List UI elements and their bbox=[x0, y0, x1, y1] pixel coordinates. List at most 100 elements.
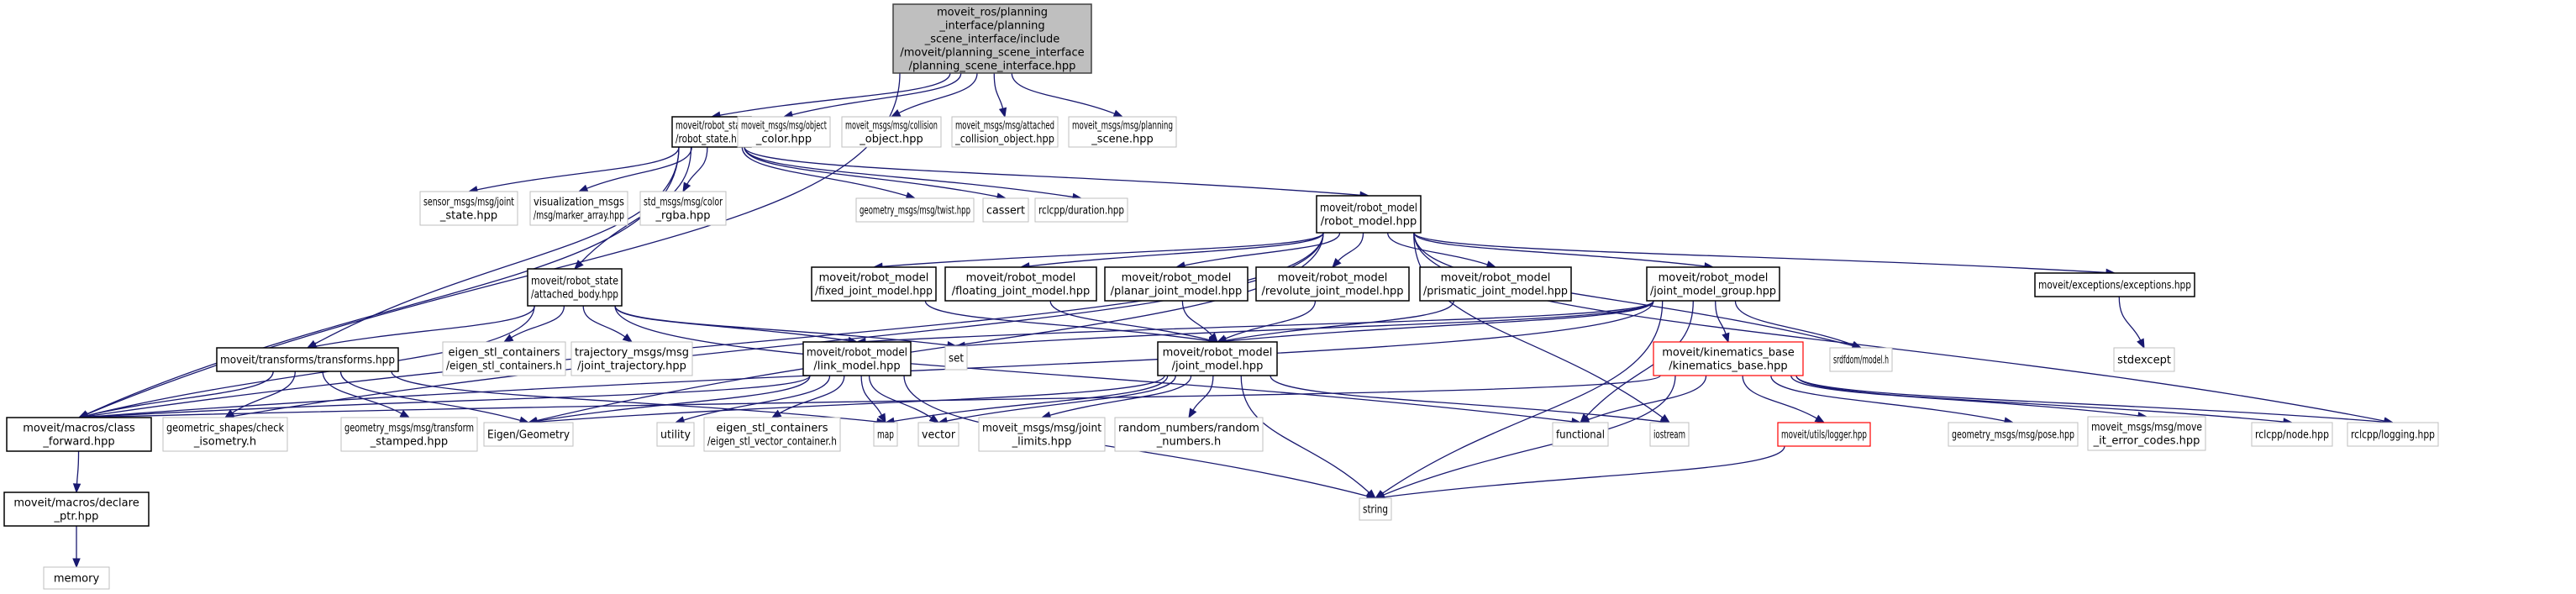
node-link-model[interactable]: moveit/robot_model/link_model.hpp bbox=[802, 341, 912, 376]
node-label-line: /robot_model.hpp bbox=[1321, 216, 1417, 229]
edge-joint_model-to-random_numbers bbox=[1188, 375, 1214, 419]
edge-robot_model-to-joint_model_group bbox=[1413, 232, 1715, 271]
node-floating-joint[interactable]: moveit/robot_model/floating_joint_model.… bbox=[944, 266, 1097, 302]
edge-line bbox=[1049, 375, 1192, 416]
node-box bbox=[419, 191, 518, 226]
node-label-line: moveit/kinematics_base bbox=[1662, 347, 1795, 360]
node-label-line: /link_model.hpp bbox=[813, 360, 900, 373]
arrowhead-icon bbox=[502, 334, 514, 343]
node-label-line: rclcpp/duration.hpp bbox=[1038, 205, 1124, 218]
node-srdf-model: srdfdom/model.h bbox=[1829, 347, 1893, 372]
node-kinematics-base[interactable]: moveit/kinematics_base/kinematics_base.h… bbox=[1653, 341, 1804, 376]
edge-line bbox=[1795, 375, 2385, 423]
node-box bbox=[2034, 272, 2195, 297]
node-label-line: _object.hpp bbox=[859, 134, 923, 146]
edges-layer bbox=[72, 72, 2395, 569]
node-label-line: stdexcept bbox=[2117, 355, 2171, 367]
edge-line bbox=[1387, 232, 1488, 265]
edge-fixed_joint-to-joint_model bbox=[924, 300, 1219, 345]
node-random-numbers: random_numbers/random_numbers.h bbox=[1114, 417, 1264, 452]
node-label-line: _stamped.hpp bbox=[370, 436, 448, 449]
node-label-line: /moveit/planning_scene_interface bbox=[900, 47, 1084, 60]
edge-line bbox=[1028, 232, 1324, 267]
node-label-line: memory bbox=[54, 573, 100, 586]
node-joint-model-group[interactable]: moveit/robot_model/joint_model_group.hpp bbox=[1646, 266, 1780, 302]
edge-line bbox=[865, 300, 1654, 343]
edge-line bbox=[536, 232, 1324, 422]
edge-line bbox=[924, 300, 1210, 342]
node-planar-joint[interactable]: moveit/robot_model/planar_joint_model.hp… bbox=[1104, 266, 1249, 302]
edge-line bbox=[1413, 232, 2385, 422]
node-label-line: srdfdom/model.h bbox=[1833, 355, 1889, 367]
node-logger[interactable]: moveit/utils/logger.hpp bbox=[1777, 422, 1871, 447]
edge-attached_body-to-link_model bbox=[614, 305, 859, 345]
node-label-line: _forward.hpp bbox=[42, 436, 114, 449]
edge-line bbox=[314, 146, 680, 344]
node-box bbox=[1034, 197, 1128, 223]
node-box bbox=[944, 266, 1097, 302]
node-label-line: /planar_joint_model.hpp bbox=[1111, 286, 1243, 298]
node-revolute-joint[interactable]: moveit/robot_model/revolute_joint_model.… bbox=[1255, 266, 1410, 302]
node-box bbox=[1316, 195, 1422, 234]
node-label-line: /revolute_joint_model.hpp bbox=[1262, 286, 1404, 298]
node-attached-body[interactable]: moveit/robot_state/attached_body.hpp bbox=[527, 268, 623, 307]
node-functional: functional bbox=[1552, 422, 1609, 447]
edge-line bbox=[1795, 375, 2284, 423]
node-label-line: /floating_joint_model.hpp bbox=[952, 286, 1091, 298]
edge-line bbox=[582, 305, 626, 338]
node-box bbox=[1646, 266, 1780, 302]
node-class-forward[interactable]: moveit/macros/class_forward.hpp bbox=[6, 417, 152, 452]
node-marker-array: visualization_msgs/msg/marker_array.hpp bbox=[529, 191, 628, 226]
node-declare-ptr[interactable]: moveit/macros/declare_ptr.hpp bbox=[3, 491, 150, 527]
node-label-line: /joint_model.hpp bbox=[1172, 360, 1264, 373]
node-label-line: /eigen_stl_containers.h bbox=[446, 360, 562, 373]
node-box bbox=[2347, 422, 2439, 447]
node-label-line: sensor_msgs/msg/joint bbox=[423, 197, 514, 209]
arrowhead-icon bbox=[72, 558, 81, 569]
node-box bbox=[570, 341, 693, 376]
node-label-line: functional bbox=[1556, 429, 1605, 442]
edge-joint_model_group-to-srdf_model bbox=[1734, 300, 1863, 349]
node-robot-model[interactable]: moveit/robot_model/robot_model.hpp bbox=[1316, 195, 1422, 234]
arrowhead-icon bbox=[928, 414, 940, 423]
node-object-color: moveit_msgs/msg/object_color.hpp bbox=[737, 116, 831, 148]
node-prismatic-joint[interactable]: moveit/robot_model/prismatic_joint_model… bbox=[1419, 266, 1572, 302]
node-box bbox=[2087, 416, 2206, 451]
node-memory: memory bbox=[43, 566, 110, 590]
edge-line bbox=[87, 375, 1661, 418]
arrowhead-icon bbox=[682, 181, 691, 193]
edge-exceptions-to-stdexcept bbox=[2118, 296, 2145, 350]
node-box bbox=[1829, 347, 1893, 372]
node-transform-stamped: geometry_msgs/msg/transform_stamped.hpp bbox=[340, 417, 478, 452]
node-box bbox=[1255, 266, 1410, 302]
node-exceptions[interactable]: moveit/exceptions/exceptions.hpp bbox=[2034, 272, 2195, 297]
edge-line bbox=[536, 375, 811, 422]
node-root[interactable]: moveit_ros/planning_interface/planning_s… bbox=[892, 3, 1092, 74]
edge-attached_body-to-joint_trajectory bbox=[582, 305, 633, 343]
node-label-line: /fixed_joint_model.hpp bbox=[815, 286, 933, 298]
node-label-line: moveit/robot_model bbox=[1122, 272, 1232, 285]
arrowhead-icon bbox=[574, 260, 584, 270]
node-label-line: geometry_msgs/msg/pose.hpp bbox=[1952, 429, 2074, 442]
edge-line bbox=[1383, 375, 1676, 496]
node-label-line: _rgba.hpp bbox=[655, 210, 711, 223]
node-box bbox=[1948, 422, 2079, 447]
edge-line bbox=[231, 371, 296, 414]
node-iostream: iostream bbox=[1649, 422, 1690, 447]
edge-line bbox=[860, 375, 882, 416]
node-transforms[interactable]: moveit/transforms/transforms.hpp bbox=[216, 347, 399, 372]
edge-root-to-attached_collision_object bbox=[993, 72, 1007, 118]
node-label-line: moveit/robot_model bbox=[819, 272, 929, 285]
edge-attached_body-to-eigen_stl_containers_h bbox=[502, 305, 565, 343]
node-box bbox=[639, 191, 727, 226]
node-eigen-vector-container: eigen_stl_containers/eigen_stl_vector_co… bbox=[703, 417, 841, 452]
node-fixed-joint[interactable]: moveit/robot_model/fixed_joint_model.hpp bbox=[811, 266, 937, 302]
node-node: rclcpp/node.hpp bbox=[2251, 422, 2333, 447]
node-vector: vector bbox=[917, 422, 959, 447]
edge-line bbox=[946, 375, 1176, 422]
node-label-line: /joint_model_group.hpp bbox=[1650, 286, 1776, 298]
node-joint-model[interactable]: moveit/robot_model/joint_model.hpp bbox=[1157, 341, 1278, 376]
node-label-line: utility bbox=[660, 429, 691, 442]
edge-line bbox=[1338, 232, 1364, 261]
node-box bbox=[1653, 341, 1804, 376]
